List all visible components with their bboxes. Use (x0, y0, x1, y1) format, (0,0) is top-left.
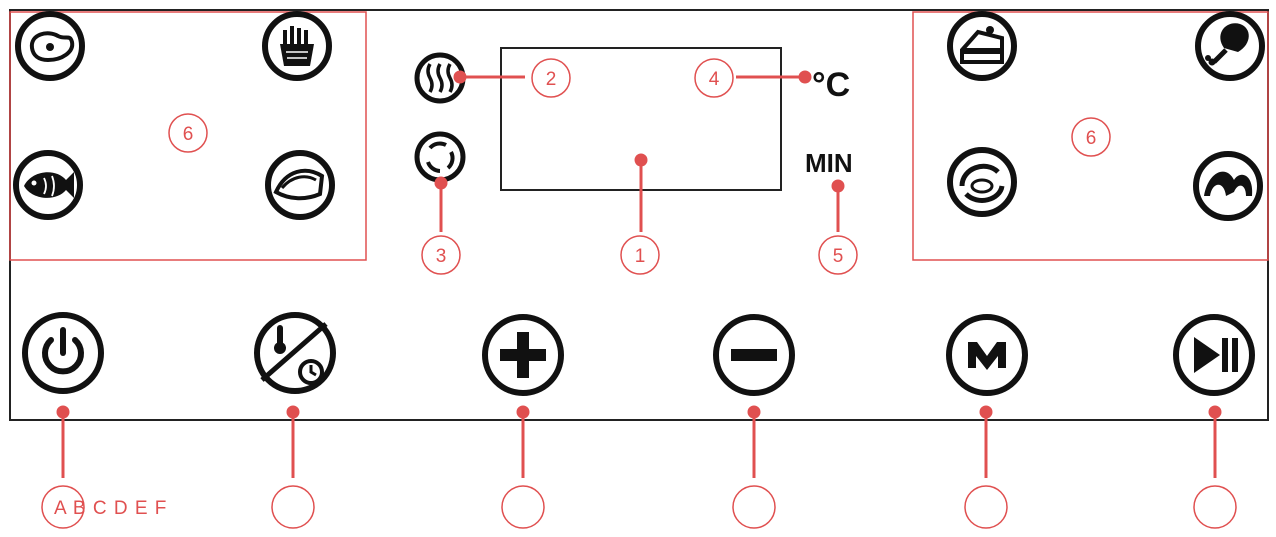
plus-button[interactable] (482, 314, 564, 396)
button-callout-circles (41, 485, 1237, 529)
time-unit-indicator: MIN (805, 148, 853, 178)
drumstick-icon[interactable] (1195, 11, 1265, 81)
callout-leaders-bottom (56, 405, 1222, 478)
play-pause-button[interactable] (1173, 314, 1255, 396)
panel-outline (9, 9, 1269, 421)
svg-text:1: 1 (635, 246, 646, 267)
callout-4: 4 (694, 58, 734, 98)
callout-1: 1 (620, 235, 660, 275)
temp-time-button[interactable] (254, 312, 336, 394)
preset-group-left-box (9, 11, 367, 261)
preset-group-right-box (912, 11, 1269, 261)
button-letters-label: A B C D E F (54, 498, 167, 519)
callout-3: 3 (421, 235, 461, 275)
callout-6-left: 6 (168, 113, 208, 153)
menu-m-button[interactable] (946, 314, 1028, 396)
callout-6-right: 6 (1071, 117, 1111, 157)
steak-icon[interactable] (15, 11, 85, 81)
svg-text:2: 2 (546, 69, 557, 90)
temperature-unit-indicator: °C (812, 66, 850, 104)
minus-button[interactable] (713, 314, 795, 396)
svg-text:5: 5 (833, 246, 844, 267)
svg-text:4: 4 (709, 69, 720, 90)
svg-text:6: 6 (183, 124, 194, 145)
vegetable-icon[interactable] (1193, 151, 1263, 221)
bacon-icon[interactable] (265, 150, 335, 220)
callout-5: 5 (818, 235, 858, 275)
fish-icon[interactable] (13, 150, 83, 220)
callout-2: 2 (531, 58, 571, 98)
svg-text:3: 3 (436, 246, 447, 267)
power-button[interactable] (22, 312, 104, 394)
svg-text:6: 6 (1086, 128, 1097, 149)
cake-icon[interactable] (947, 11, 1017, 81)
callout-leaders-top (434, 70, 845, 232)
fries-icon[interactable] (262, 11, 332, 81)
fan-circle-icon (414, 131, 466, 183)
shrimp-icon[interactable] (947, 147, 1017, 217)
